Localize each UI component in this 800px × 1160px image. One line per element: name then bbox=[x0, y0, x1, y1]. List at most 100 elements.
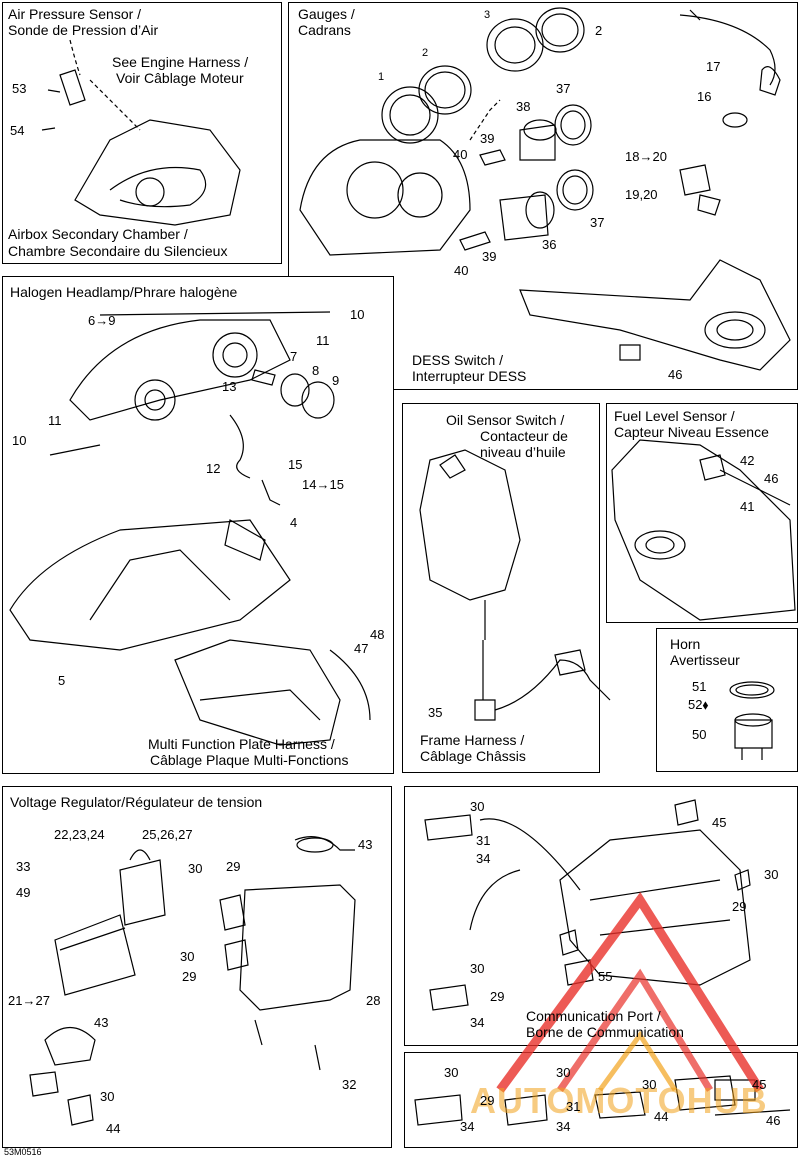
part-label: 2 bbox=[595, 23, 603, 38]
part-label: 10 bbox=[350, 307, 365, 322]
part-label: 29 bbox=[480, 1093, 495, 1108]
part-label: 34 bbox=[460, 1119, 475, 1134]
oil-sensor-title-line3: niveau d’huile bbox=[480, 444, 566, 460]
oil-sensor-title-line1: Oil Sensor Switch / bbox=[446, 412, 565, 428]
part-label: 45 bbox=[752, 1077, 767, 1092]
part-label: 36 bbox=[542, 237, 557, 252]
part-label: 4 bbox=[290, 515, 298, 530]
part-label: 22,23,24 bbox=[54, 827, 105, 842]
part-label: 30 bbox=[180, 949, 195, 964]
part-label: 34 bbox=[556, 1119, 571, 1134]
part-label: 31 bbox=[476, 833, 491, 848]
frame-harness-caption-line1: Frame Harness / bbox=[420, 732, 525, 748]
gauges-title-line1: Gauges / bbox=[298, 6, 355, 22]
part-label: 40 bbox=[453, 147, 468, 162]
part-label: 10 bbox=[12, 433, 27, 448]
headlamp-title: Halogen Headlamp/Phrare halogène bbox=[10, 284, 238, 300]
part-label: 14→15 bbox=[302, 477, 344, 492]
dess-caption-line1: DESS Switch / bbox=[412, 352, 504, 368]
part-label: 51 bbox=[692, 679, 707, 694]
air-pressure-title-line1: Air Pressure Sensor / bbox=[8, 6, 142, 22]
part-label: 28 bbox=[366, 993, 381, 1008]
part-label: 16 bbox=[697, 89, 712, 104]
part-label: 29 bbox=[226, 859, 241, 874]
airbox-caption-line1: Airbox Secondary Chamber / bbox=[8, 226, 188, 242]
frame-harness-caption-line2: Câblage Châssis bbox=[420, 748, 526, 764]
part-label: 40 bbox=[454, 263, 469, 278]
part-label: 7 bbox=[290, 349, 298, 364]
part-label: 39 bbox=[482, 249, 497, 264]
part-label: 30 bbox=[444, 1065, 459, 1080]
communication-port-caption-line1: Communication Port / bbox=[526, 1008, 661, 1024]
part-label: 41 bbox=[740, 499, 755, 514]
part-label: 11 bbox=[48, 413, 62, 428]
part-label: 30 bbox=[556, 1065, 571, 1080]
part-label: 48 bbox=[370, 627, 385, 642]
communication-port-caption-line2: Borne de Communication bbox=[526, 1024, 684, 1040]
part-label: 1 bbox=[378, 71, 385, 83]
part-label: 38 bbox=[516, 99, 531, 114]
part-label: 8 bbox=[312, 363, 320, 378]
engine-harness-note-line2: Voir Câblage Moteur bbox=[116, 70, 244, 86]
communication-port-panel bbox=[404, 786, 798, 1046]
drawing-code: 53M0516 bbox=[4, 1147, 42, 1157]
part-label: 53 bbox=[12, 81, 27, 96]
part-label: 17 bbox=[706, 59, 721, 74]
part-label: 42 bbox=[740, 453, 755, 468]
part-label: 43 bbox=[94, 1015, 109, 1030]
air-pressure-title-line2: Sonde de Pression d’Air bbox=[8, 22, 159, 38]
voltage-regulator-panel bbox=[2, 786, 392, 1148]
multi-function-caption-line2: Câblage Plaque Multi-Fonctions bbox=[150, 752, 349, 768]
part-label: 43 bbox=[358, 837, 373, 852]
part-label: 54 bbox=[10, 123, 25, 138]
part-label: 33 bbox=[16, 859, 31, 874]
gauges-title-line2: Cadrans bbox=[298, 22, 351, 38]
part-label: 49 bbox=[16, 885, 31, 900]
part-label: 44 bbox=[106, 1121, 121, 1136]
part-label: 29 bbox=[732, 899, 747, 914]
part-label: 30 bbox=[470, 961, 485, 976]
part-label: 12 bbox=[206, 461, 221, 476]
part-label: 46 bbox=[668, 367, 683, 382]
airbox-caption-line2: Chambre Secondaire du Silencieux bbox=[8, 243, 228, 259]
oil-sensor-title-line2: Contacteur de bbox=[480, 428, 568, 444]
part-label: 11 bbox=[316, 333, 330, 348]
part-label: 34 bbox=[470, 1015, 485, 1030]
dess-caption-line2: Interrupteur DESS bbox=[412, 368, 527, 384]
part-label: 46 bbox=[764, 471, 779, 486]
part-label: 13 bbox=[222, 379, 237, 394]
part-label: 30 bbox=[642, 1077, 657, 1092]
watermark-text: AUTOMOTOHUB bbox=[470, 1080, 768, 1121]
part-label: 30 bbox=[470, 799, 485, 814]
part-label: 15 bbox=[288, 457, 303, 472]
part-label: 5 bbox=[58, 673, 66, 688]
headlamp-panel bbox=[2, 276, 394, 774]
part-label: 32 bbox=[342, 1077, 357, 1092]
multi-function-caption-line1: Multi Function Plate Harness / bbox=[148, 736, 335, 752]
part-label: 31 bbox=[566, 1099, 581, 1114]
part-label: 35 bbox=[428, 705, 443, 720]
engine-harness-note-line1: See Engine Harness / bbox=[112, 54, 249, 70]
oil-sensor-panel bbox=[402, 403, 600, 773]
part-label: 2 bbox=[422, 47, 429, 59]
part-label: 30 bbox=[188, 861, 203, 876]
part-label: 37 bbox=[590, 215, 605, 230]
part-label: 9 bbox=[332, 373, 340, 388]
part-label: 21→27 bbox=[8, 993, 50, 1008]
voltage-regulator-title: Voltage Regulator/Régulateur de tension bbox=[10, 794, 263, 810]
part-label: 55 bbox=[598, 969, 613, 984]
part-label: 3 bbox=[484, 9, 491, 21]
part-label: 29 bbox=[490, 989, 505, 1004]
part-label: 25,26,27 bbox=[142, 827, 193, 842]
part-label: 45 bbox=[712, 815, 727, 830]
part-label: 37 bbox=[556, 81, 571, 96]
fuel-level-title-line2: Capteur Niveau Essence bbox=[614, 424, 769, 440]
part-label: 46 bbox=[766, 1113, 781, 1128]
fuel-level-panel bbox=[606, 403, 798, 623]
part-label: 18→20 bbox=[625, 149, 667, 164]
part-label: 30 bbox=[764, 867, 779, 882]
part-label: 44 bbox=[654, 1109, 669, 1124]
horn-title-line2: Avertisseur bbox=[670, 652, 740, 668]
